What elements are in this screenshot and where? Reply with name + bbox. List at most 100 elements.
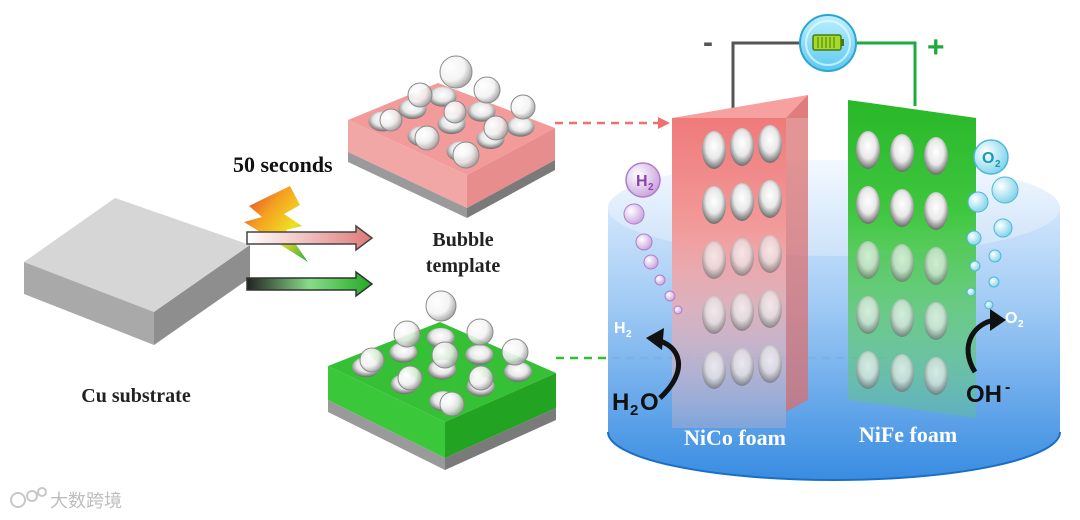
pink-process-arrow [246,224,374,252]
plus-sign: + [927,31,945,64]
nico-foam-label: NiCo foam [684,425,786,450]
gas-bubble [393,320,421,348]
h2o-h-text: H [612,389,629,416]
o2-bubble [966,287,976,297]
electrode-pore [890,354,914,392]
electrode-pore [890,134,914,172]
electrode-pore [924,247,948,285]
pink-template-block [348,55,555,218]
o2-product-text: O [1005,310,1017,327]
pink-dashed-arrow [555,117,670,129]
template-hole [428,86,457,107]
o2-bubble [966,230,982,246]
electrode-pore [730,128,754,166]
electrode-pore [856,186,880,224]
gas-bubble [443,100,467,124]
electrode-pore [890,299,914,337]
electrode-pore [730,293,754,331]
electrode-pore [758,290,782,328]
o2-bubble-column [966,176,1019,310]
h2-bubble-column [623,203,683,315]
gas-bubble [452,141,480,169]
h2o-subscript: 2 [630,402,638,419]
template-hole [504,361,532,382]
electrode-pore [856,241,880,279]
gas-bubble [379,108,403,132]
o2-bubble [967,191,989,213]
gas-bubble [359,347,385,373]
gas-bubble [407,82,433,108]
battery-icon [799,14,857,72]
h2o-o-text: O [640,389,659,416]
template-hole [467,101,496,122]
h2-bubble [654,274,666,286]
electrode-pore [924,137,948,175]
gas-bubble [501,338,529,366]
o2-bubble [988,249,1002,263]
o2-product-subscript: 2 [1018,319,1024,330]
o2-bubble [988,276,1000,288]
o2-bubble-text: O [982,150,994,167]
gas-bubble [473,76,501,104]
electrode-pore [730,348,754,386]
o2-bubble [991,176,1019,204]
h2-product-text: H [614,320,626,337]
template-label-line2: template [426,255,501,277]
h2-bubble [623,203,645,225]
o2-bubble [993,218,1013,238]
electrode-pore [890,189,914,227]
gas-bubble [425,290,457,322]
electrode-pore [924,192,948,230]
curved-arrow-icon [965,309,1006,374]
electrode-pore [702,351,726,389]
nife-foam-label: NiFe foam [859,422,957,447]
h2-product-subscript: 2 [626,329,632,340]
h2o-reactant-label: H 2 O [612,389,659,419]
watermark: 大数跨境 [10,487,122,512]
h2-bubble [673,305,683,315]
electrode-pore [702,296,726,334]
electrode-pore [758,180,782,218]
h2-bubble-text: H [636,173,648,190]
cu-substrate [24,198,250,345]
template-hole [465,344,494,365]
o2-product-label: O 2 [1005,310,1024,330]
electrode-pore [856,296,880,334]
o2-label-bubble: O 2 [973,139,1009,175]
electrode-pore [856,351,880,389]
h2-bubble [643,254,659,270]
electrode-pore [758,125,782,163]
green-process-arrow [246,270,374,298]
curved-arrow-icon [646,328,681,400]
h2-bubble [635,233,653,251]
gas-bubble [439,55,473,89]
electrode-pore [730,183,754,221]
oh-text: OH [966,381,1002,408]
time-label: 50 seconds [233,152,333,177]
gas-bubble [466,318,494,346]
circuit-wires [731,41,917,108]
h2-label-bubble: H 2 [625,162,661,198]
electrode-pore [890,244,914,282]
o2-bubble [984,300,994,310]
watermark-text: 大数跨境 [50,491,122,512]
template-label-line1: Bubble [432,229,493,251]
green-template-block [328,290,556,470]
electrode-pore [758,345,782,383]
h2-bubble [664,290,676,302]
h2-product-label: H 2 [614,320,632,340]
template-hole [389,342,418,363]
gas-bubble [468,365,494,391]
nico-electrode [672,95,808,428]
electrode-pore [924,302,948,340]
gas-bubble [439,391,465,417]
gas-bubble [431,341,459,369]
electrode-pore [758,235,782,273]
gas-bubble [414,125,440,151]
oh-reactant-label: OH - [966,379,1010,408]
electrode-pore [730,238,754,276]
electrode-pore [924,357,948,395]
gas-bubble [483,115,509,141]
cu-substrate-label: Cu substrate [81,385,191,407]
